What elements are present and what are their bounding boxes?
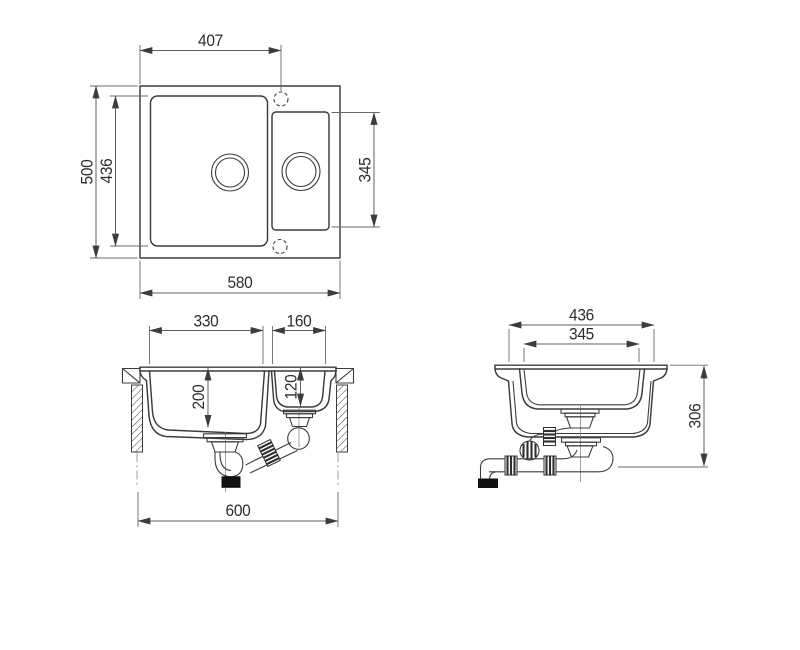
tap-hole-bottom <box>272 238 288 255</box>
dimension-436-side: 436 <box>508 307 655 362</box>
drain-outlet-side <box>478 478 498 488</box>
bowl-outer-profile <box>494 368 668 438</box>
main-drain-plan <box>210 153 250 192</box>
small-bowl-outer-profile <box>518 368 646 410</box>
small-drain-front <box>245 407 317 474</box>
dimension-160: 160 <box>271 313 327 364</box>
dimension-345-side: 345 <box>523 326 640 362</box>
main-bowl-inner-wall <box>148 370 266 435</box>
small-bowl-inner-wall <box>273 370 326 408</box>
main-bowl-outer-wall <box>139 370 270 441</box>
dim-label-500: 500 <box>79 159 97 184</box>
drain-outlet-front <box>221 476 241 488</box>
tap-hole-top <box>273 91 289 107</box>
small-bowl-plan <box>271 111 330 231</box>
dimension-436-top: 436 <box>98 95 148 247</box>
dim-label-436-side: 436 <box>569 307 594 325</box>
small-bowl-inner-profile <box>523 368 641 406</box>
dim-label-345-side: 345 <box>569 326 594 344</box>
front-view: 330 160 200 120 600 <box>121 313 355 527</box>
dimension-330: 330 <box>148 313 264 364</box>
top-view: 407 580 500 436 345 <box>79 32 380 299</box>
dimension-200: 200 <box>190 367 212 428</box>
dim-label-600: 600 <box>226 502 251 520</box>
dim-label-436-top: 436 <box>98 158 116 183</box>
main-drain-front <box>202 432 248 492</box>
dim-label-407: 407 <box>198 32 223 50</box>
countertop-right <box>335 367 355 488</box>
drain-assembly-side <box>478 404 614 488</box>
dim-label-330: 330 <box>194 313 219 331</box>
dim-label-160: 160 <box>287 313 312 331</box>
main-bowl-behind-profile <box>512 380 652 435</box>
dimension-500: 500 <box>79 85 138 259</box>
pipe-coupling-front <box>256 438 282 468</box>
small-drain-plan <box>281 151 321 192</box>
sink-rim-front <box>139 366 337 372</box>
dimension-580: 580 <box>139 260 341 299</box>
dim-label-580: 580 <box>228 274 253 292</box>
dim-label-345-top: 345 <box>357 157 375 182</box>
dim-label-200: 200 <box>190 384 208 409</box>
small-bowl-outer-wall <box>270 370 337 413</box>
dimension-306: 306 <box>618 364 708 468</box>
side-view: 436 345 306 <box>478 307 708 488</box>
dimension-345-top: 345 <box>331 111 380 228</box>
dim-label-306: 306 <box>687 403 705 428</box>
dimension-600: 600 <box>137 492 339 527</box>
sink-outer-outline <box>139 85 341 259</box>
countertop-left <box>121 367 143 488</box>
sink-rim-side <box>494 364 668 370</box>
cleanout-cap-side <box>519 440 540 461</box>
dimension-407: 407 <box>139 32 282 91</box>
dimension-120: 120 <box>283 367 305 407</box>
main-bowl-plan <box>149 95 269 247</box>
dim-label-120: 120 <box>283 374 301 399</box>
